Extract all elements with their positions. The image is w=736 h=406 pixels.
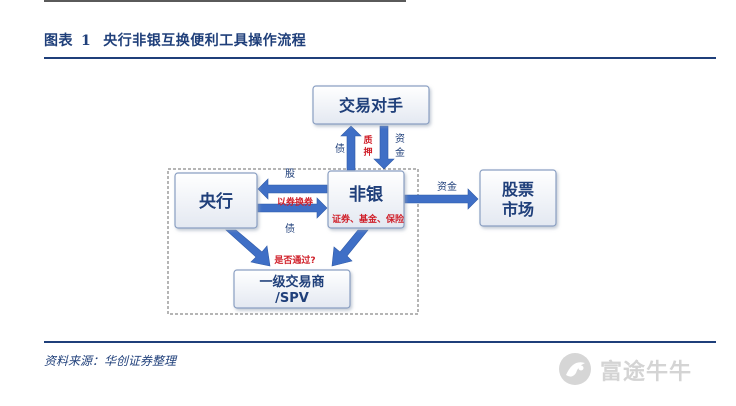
- swap-label: 以券换券: [277, 196, 314, 208]
- arrow-counterparty-to-nonbank: [373, 125, 395, 170]
- funds-label-2: 金: [395, 146, 405, 159]
- securities-label: 证券、基金、保险: [332, 213, 405, 225]
- dealer-label-1: 一级交易商: [259, 274, 324, 290]
- watermark-text: 富途牛牛: [600, 360, 693, 385]
- counterparty-label: 交易对手: [339, 96, 403, 115]
- source-note: 资料来源：华创证券整理: [44, 354, 177, 368]
- pledge-label-2: 押: [363, 146, 372, 158]
- arrow-nonbank-to-market: [404, 188, 479, 210]
- bond-to-nonbank-label: 债: [285, 222, 295, 235]
- stock-market-label-2: 市场: [502, 200, 534, 219]
- node-stock-market: 股票 市场: [479, 169, 557, 227]
- figure-title: 图表 1 央行非银互换便利工具操作流程: [44, 30, 306, 50]
- dealer-label-2: /SPV: [275, 291, 309, 306]
- futu-logo-icon: [559, 353, 591, 385]
- dashed-boundary: [167, 168, 419, 315]
- pledge-label-1: 质: [363, 134, 372, 146]
- arrow-nonbank-to-counterparty: [340, 125, 362, 171]
- stock-market-label-1: 股票: [502, 180, 534, 199]
- funds-to-market-label: 资金: [437, 180, 457, 193]
- figure-label: 图表: [44, 33, 73, 49]
- stock-flow-label: 股: [285, 168, 295, 180]
- pass-check-label: 是否通过?: [273, 254, 315, 266]
- arrow-nonbank-to-centralbank: [257, 178, 328, 200]
- figure-title-text: 央行非银互换便利工具操作流程: [103, 33, 307, 49]
- arrow-nonbank-to-dealer: [331, 229, 369, 267]
- bond-flow-label: 债: [335, 142, 345, 155]
- arrow-centralbank-to-dealer: [225, 229, 271, 267]
- title-rule: [44, 57, 716, 59]
- arrow-centralbank-to-nonbank: [257, 197, 328, 219]
- top-rule: [44, 0, 406, 2]
- central-bank-label: 央行: [199, 191, 233, 212]
- node-central-bank: 央行: [174, 172, 258, 229]
- figure-number: 1: [81, 33, 92, 49]
- non-bank-label: 非银: [349, 184, 384, 205]
- funds-label-1: 资: [395, 133, 405, 145]
- node-non-bank: 非银: [327, 170, 405, 229]
- node-primary-dealer: 一级交易商 /SPV: [233, 269, 351, 309]
- node-counterparty: 交易对手: [312, 85, 430, 125]
- bottom-rule: [44, 341, 716, 343]
